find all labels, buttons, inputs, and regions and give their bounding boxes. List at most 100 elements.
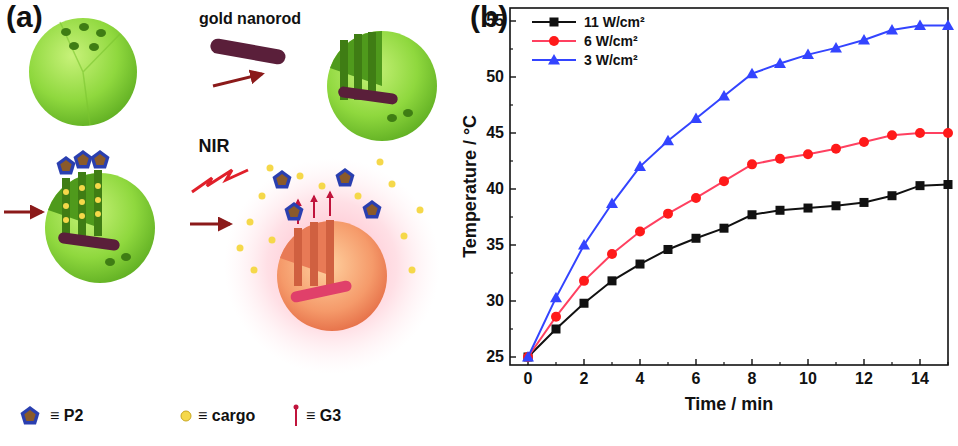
axis-title: Temperature / °C <box>460 115 481 258</box>
series-line <box>528 25 948 357</box>
tick-mark <box>510 132 516 133</box>
legend-sample <box>532 54 576 65</box>
legend-samples <box>21 405 299 427</box>
data-marker <box>718 90 730 101</box>
process-arrow <box>4 211 42 214</box>
data-marker <box>636 260 645 269</box>
data-marker <box>606 198 618 209</box>
tick-mark <box>555 362 556 365</box>
data-marker <box>663 209 673 219</box>
data-series <box>523 128 953 362</box>
data-marker <box>860 198 869 207</box>
legend-label: 3 W/cm² <box>584 52 638 68</box>
tick-mark <box>611 362 612 365</box>
data-marker <box>579 276 589 286</box>
tick-mark <box>510 356 516 357</box>
data-marker <box>775 154 785 164</box>
data-marker <box>776 206 785 215</box>
data-marker <box>634 161 646 172</box>
tick-mark <box>639 359 640 365</box>
data-marker <box>746 68 758 79</box>
data-marker <box>888 191 897 200</box>
data-marker <box>802 49 814 60</box>
part-label: gold nanorod <box>199 10 301 28</box>
data-marker <box>886 24 898 35</box>
data-series <box>524 180 953 361</box>
data-marker <box>859 137 869 147</box>
data-marker <box>804 204 813 213</box>
data-marker <box>887 130 897 140</box>
data-marker <box>747 159 757 169</box>
data-series <box>522 19 954 361</box>
tick-mark <box>695 359 696 365</box>
tick-mark <box>751 359 752 365</box>
data-marker <box>607 249 617 259</box>
tick-label: 12 <box>855 370 873 388</box>
process-arrow <box>190 223 230 226</box>
tick-label: 50 <box>486 68 504 86</box>
series-line <box>528 133 948 357</box>
part-label: NIR <box>199 136 230 157</box>
data-marker <box>522 351 534 362</box>
loaded-sphere <box>327 31 437 141</box>
legend-label: 11 W/cm² <box>584 14 645 30</box>
data-marker <box>942 19 954 30</box>
tick-mark <box>583 359 584 365</box>
capped-sphere <box>45 150 155 283</box>
data-marker <box>774 58 786 68</box>
tick-mark <box>510 20 516 21</box>
data-marker <box>550 18 559 27</box>
tick-label: 40 <box>486 180 504 198</box>
tick-mark <box>510 48 513 49</box>
tick-label: 35 <box>486 236 504 254</box>
data-marker <box>580 299 589 308</box>
data-marker <box>692 234 701 243</box>
data-marker <box>552 325 561 334</box>
silica-sphere <box>29 18 137 126</box>
axis-title: Time / min <box>685 394 774 415</box>
tick-label: 25 <box>486 348 504 366</box>
series-line <box>528 185 948 357</box>
tick-mark <box>919 359 920 365</box>
tick-label: 0 <box>524 370 533 388</box>
data-marker <box>548 54 560 65</box>
data-marker <box>831 144 841 154</box>
data-marker <box>915 128 925 138</box>
data-marker <box>635 227 645 237</box>
nir-bolt <box>192 170 248 192</box>
tick-mark <box>510 300 516 301</box>
data-marker <box>720 224 729 233</box>
tick-mark <box>891 362 892 365</box>
data-marker <box>916 181 925 190</box>
gold-nanorod <box>209 38 286 66</box>
tick-label: 2 <box>580 370 589 388</box>
data-marker <box>943 128 953 138</box>
process-arrow <box>213 74 262 86</box>
data-marker <box>832 201 841 210</box>
tick-mark <box>835 362 836 365</box>
tick-label: 55 <box>486 12 504 30</box>
heated-sphere <box>224 158 440 374</box>
tick-label: 45 <box>486 124 504 142</box>
data-marker <box>914 19 926 30</box>
legend-sample <box>532 18 576 27</box>
data-marker <box>550 292 562 303</box>
tick-mark <box>510 216 513 217</box>
tick-mark <box>863 359 864 365</box>
data-marker <box>690 112 702 123</box>
data-marker <box>523 352 533 362</box>
data-marker <box>830 42 842 53</box>
tick-mark <box>947 362 948 365</box>
data-marker <box>944 180 953 189</box>
data-marker <box>691 193 701 203</box>
tick-label: 10 <box>799 370 817 388</box>
data-marker <box>803 149 813 159</box>
tick-label: 6 <box>692 370 701 388</box>
tick-mark <box>723 362 724 365</box>
legend-label: ≡ G3 <box>306 407 341 425</box>
data-marker <box>664 245 673 254</box>
data-marker <box>549 36 559 46</box>
tick-label: 8 <box>748 370 757 388</box>
tick-label: 30 <box>486 292 504 310</box>
